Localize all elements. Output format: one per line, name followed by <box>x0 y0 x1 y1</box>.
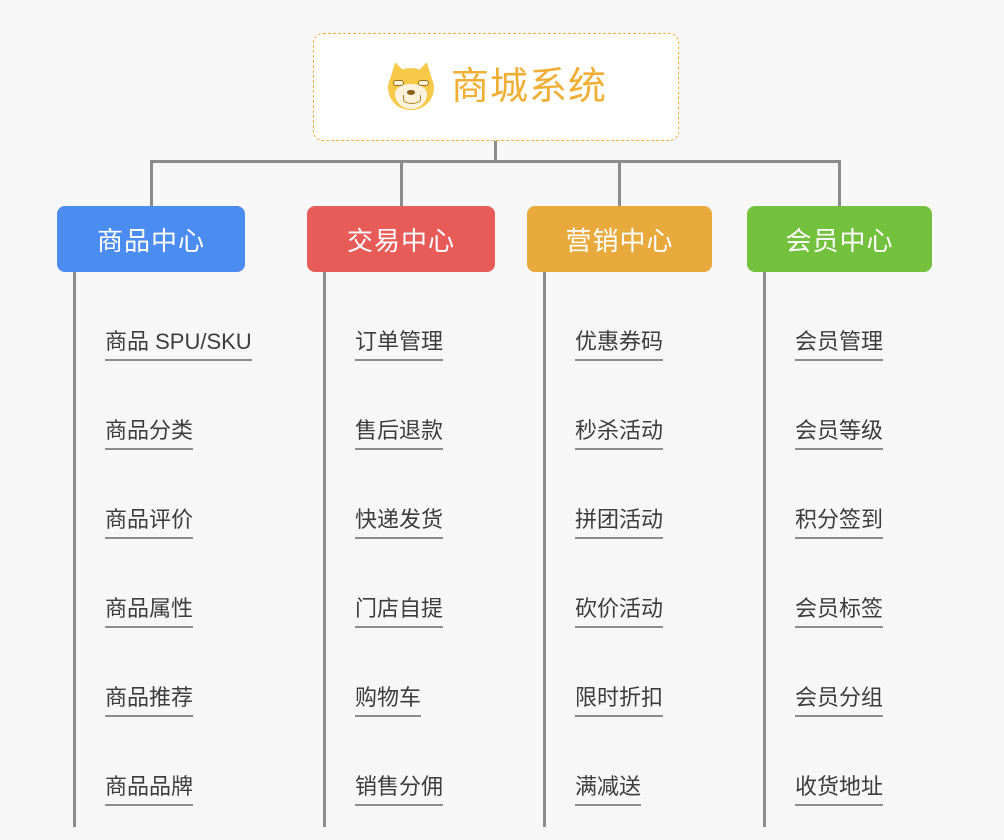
leaf-item[interactable]: 会员等级 <box>763 361 953 450</box>
leaf-item-label: 购物车 <box>355 687 422 717</box>
leaf-item[interactable]: 门店自提 <box>323 539 513 628</box>
leaf-item-label: 商品 SPU/SKU <box>105 331 252 361</box>
leaf-item-label: 拼团活动 <box>575 509 664 539</box>
branch-header-1[interactable]: 商品中心 <box>57 206 245 272</box>
leaf-item-label: 会员分组 <box>795 687 884 717</box>
leaf-item-label: 商品评价 <box>105 509 194 539</box>
branch-header-label: 营销中心 <box>565 225 674 256</box>
leaf-item[interactable]: 拼团活动 <box>543 450 733 539</box>
leaf-item[interactable]: 商品评价 <box>73 450 263 539</box>
leaf-item-label: 收货地址 <box>795 776 884 806</box>
connector-horizontal-bus <box>149 160 841 163</box>
leaf-item[interactable]: 销售分佣 <box>323 717 513 806</box>
leaf-item-label: 商品推荐 <box>105 687 194 717</box>
branch-header-label: 会员中心 <box>785 225 894 256</box>
leaf-item-label: 门店自提 <box>355 598 444 628</box>
leaf-item-label: 秒杀活动 <box>575 420 664 450</box>
branch-spine-3 <box>543 272 546 827</box>
leaf-item-label: 会员标签 <box>795 598 884 628</box>
leaf-item-label: 会员等级 <box>795 420 884 450</box>
leaf-item-label: 优惠券码 <box>575 331 664 361</box>
connector-drop-2 <box>399 160 403 206</box>
leaf-item[interactable]: 订单管理 <box>323 272 513 361</box>
leaf-item[interactable]: 会员标签 <box>763 539 953 628</box>
leaf-item[interactable]: 优惠券码 <box>543 272 733 361</box>
leaf-item[interactable]: 商品属性 <box>73 539 263 628</box>
branch-header-3[interactable]: 营销中心 <box>527 206 712 272</box>
leaf-item-label: 快递发货 <box>355 509 444 539</box>
leaf-item[interactable]: 收货地址 <box>763 717 953 806</box>
leaf-item[interactable]: 会员管理 <box>763 272 953 361</box>
leaf-item-label: 售后退款 <box>355 420 444 450</box>
leaf-item-label: 积分签到 <box>795 509 884 539</box>
leaf-item-label: 满减送 <box>575 776 642 806</box>
branch-column-1: 商品中心 商品 SPU/SKU 商品分类 商品评价 商品属性 商品推荐 商品品牌 <box>57 206 252 827</box>
connector-drop-1 <box>149 160 153 206</box>
leaf-item[interactable]: 会员分组 <box>763 628 953 717</box>
leaf-item-label: 限时折扣 <box>575 687 664 717</box>
leaf-item-label: 商品属性 <box>105 598 194 628</box>
branch-leaves-2: 订单管理 售后退款 快递发货 门店自提 购物车 销售分佣 <box>323 272 513 806</box>
branch-header-label: 交易中心 <box>346 225 455 256</box>
leaf-item-label: 会员管理 <box>795 331 884 361</box>
leaf-item-label: 商品分类 <box>105 420 194 450</box>
connector-drop-4 <box>838 160 841 206</box>
root-node[interactable]: 商城系统 <box>313 33 679 141</box>
branch-header-4[interactable]: 会员中心 <box>747 206 932 272</box>
shiba-mouth <box>402 95 421 104</box>
branch-leaves-4: 会员管理 会员等级 积分签到 会员标签 会员分组 收货地址 <box>763 272 953 806</box>
shiba-nose <box>406 90 415 95</box>
branch-spine-1 <box>73 272 76 827</box>
leaf-item[interactable]: 商品推荐 <box>73 628 263 717</box>
branch-column-2: 交易中心 订单管理 售后退款 快递发货 门店自提 购物车 销售分佣 <box>307 206 495 827</box>
leaf-item[interactable]: 限时折扣 <box>543 628 733 717</box>
shiba-dog-icon <box>385 60 437 112</box>
shiba-eye-left <box>392 80 404 86</box>
shiba-eye-right <box>417 80 429 86</box>
connector-root-stem <box>494 141 497 162</box>
leaf-item[interactable]: 商品 SPU/SKU <box>73 272 263 361</box>
leaf-item[interactable]: 售后退款 <box>323 361 513 450</box>
leaf-item[interactable]: 砍价活动 <box>543 539 733 628</box>
leaf-item[interactable]: 积分签到 <box>763 450 953 539</box>
branch-leaves-3: 优惠券码 秒杀活动 拼团活动 砍价活动 限时折扣 满减送 <box>543 272 733 806</box>
leaf-item[interactable]: 快递发货 <box>323 450 513 539</box>
branch-column-3: 营销中心 优惠券码 秒杀活动 拼团活动 砍价活动 限时折扣 满减送 <box>527 206 712 827</box>
leaf-item[interactable]: 秒杀活动 <box>543 361 733 450</box>
branch-column-4: 会员中心 会员管理 会员等级 积分签到 会员标签 会员分组 收货地址 <box>747 206 932 827</box>
branch-spine-4 <box>763 272 766 827</box>
connector-drop-3 <box>618 160 621 206</box>
leaf-item-label: 商品品牌 <box>105 776 194 806</box>
leaf-item[interactable]: 满减送 <box>543 717 733 806</box>
root-node-title: 商城系统 <box>450 66 607 108</box>
leaf-item[interactable]: 商品品牌 <box>73 717 263 806</box>
branch-header-2[interactable]: 交易中心 <box>307 206 495 272</box>
branch-leaves-1: 商品 SPU/SKU 商品分类 商品评价 商品属性 商品推荐 商品品牌 <box>73 272 263 806</box>
branch-header-label: 商品中心 <box>96 225 205 256</box>
branch-spine-2 <box>323 272 326 827</box>
leaf-item-label: 销售分佣 <box>355 776 444 806</box>
leaf-item-label: 砍价活动 <box>575 598 664 628</box>
leaf-item[interactable]: 商品分类 <box>73 361 263 450</box>
leaf-item-label: 订单管理 <box>355 331 444 361</box>
leaf-item[interactable]: 购物车 <box>323 628 513 717</box>
